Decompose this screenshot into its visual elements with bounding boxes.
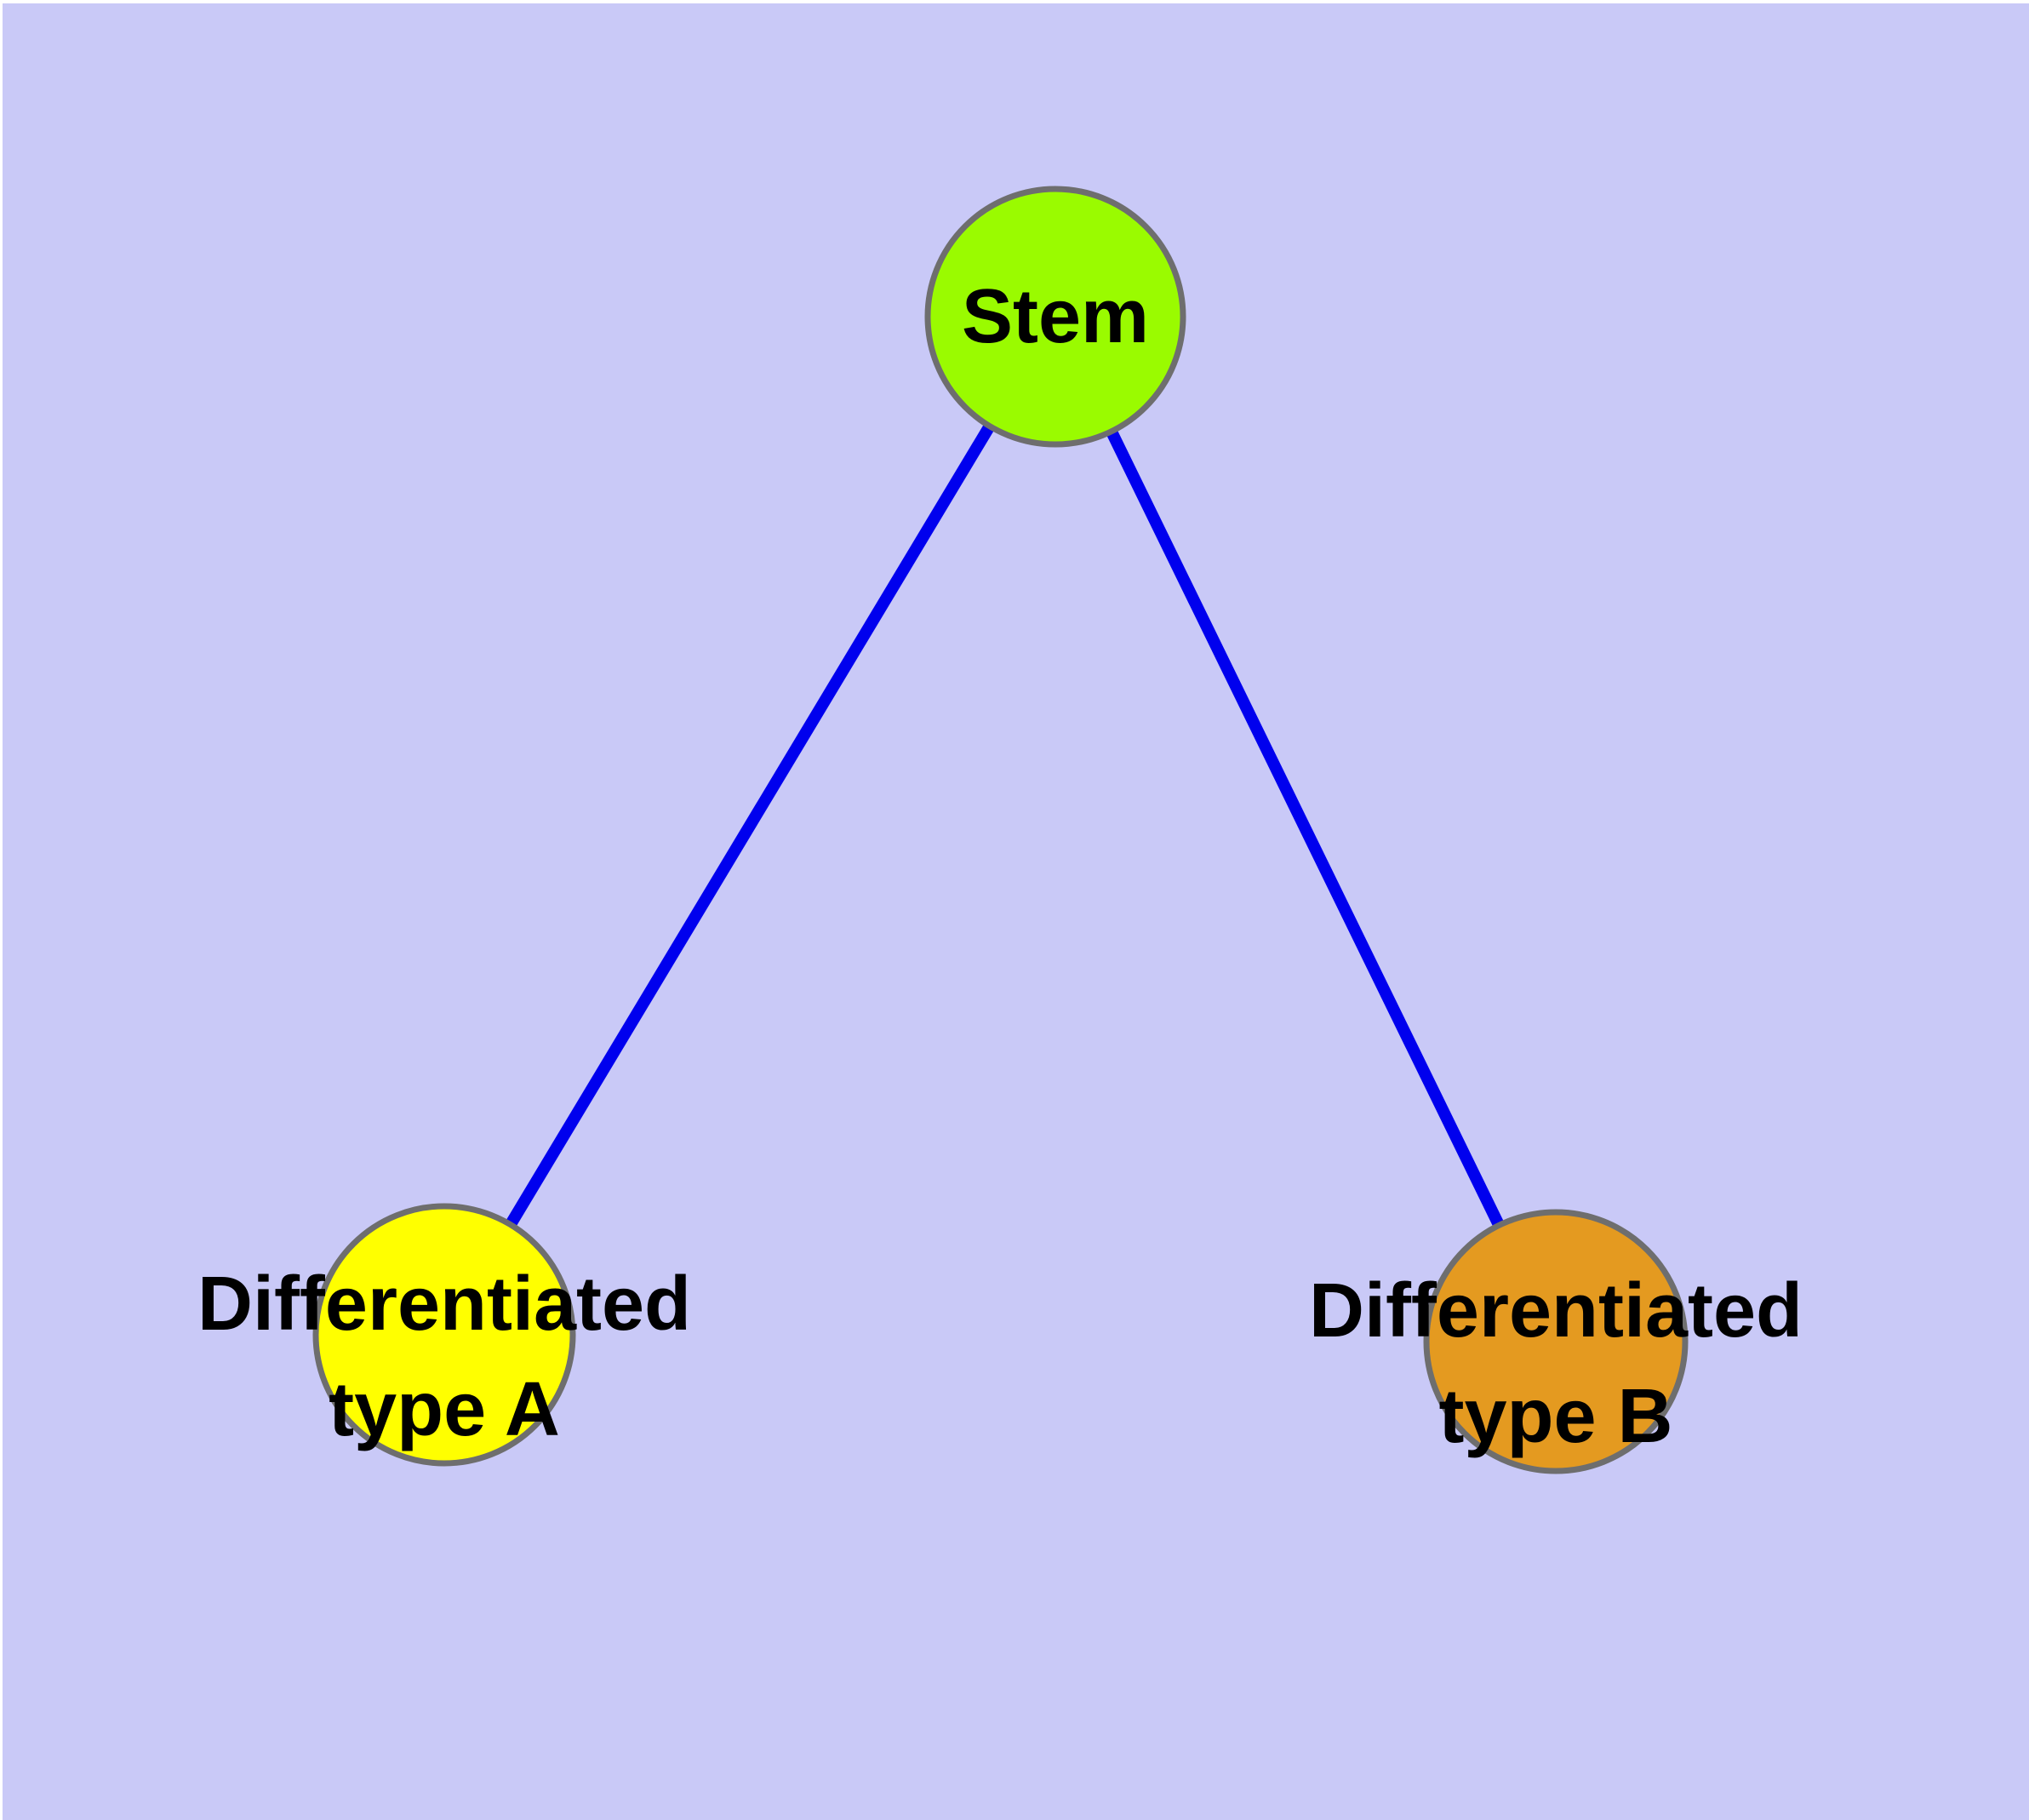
nodes-layer: [312, 186, 1689, 1474]
node-stem-label-line-1: Stem: [962, 274, 1149, 359]
node-type-a-label-line-1: Differentiated: [197, 1262, 691, 1347]
node-stem-circle: [924, 186, 1186, 448]
edge-stem-to-type-b: [1049, 313, 1562, 1345]
node-type-a-circle: [312, 1203, 576, 1467]
edge-stem-to-type-a: [438, 313, 1061, 1338]
node-type-b-label-line-2: type B: [1438, 1374, 1672, 1459]
edges-layer: [438, 313, 1562, 1345]
node-type-b-circle: [1423, 1209, 1689, 1474]
node-type-b-label-line-1: Differentiated: [1309, 1268, 1803, 1354]
node-type-a-label-line-2: type A: [329, 1367, 560, 1452]
